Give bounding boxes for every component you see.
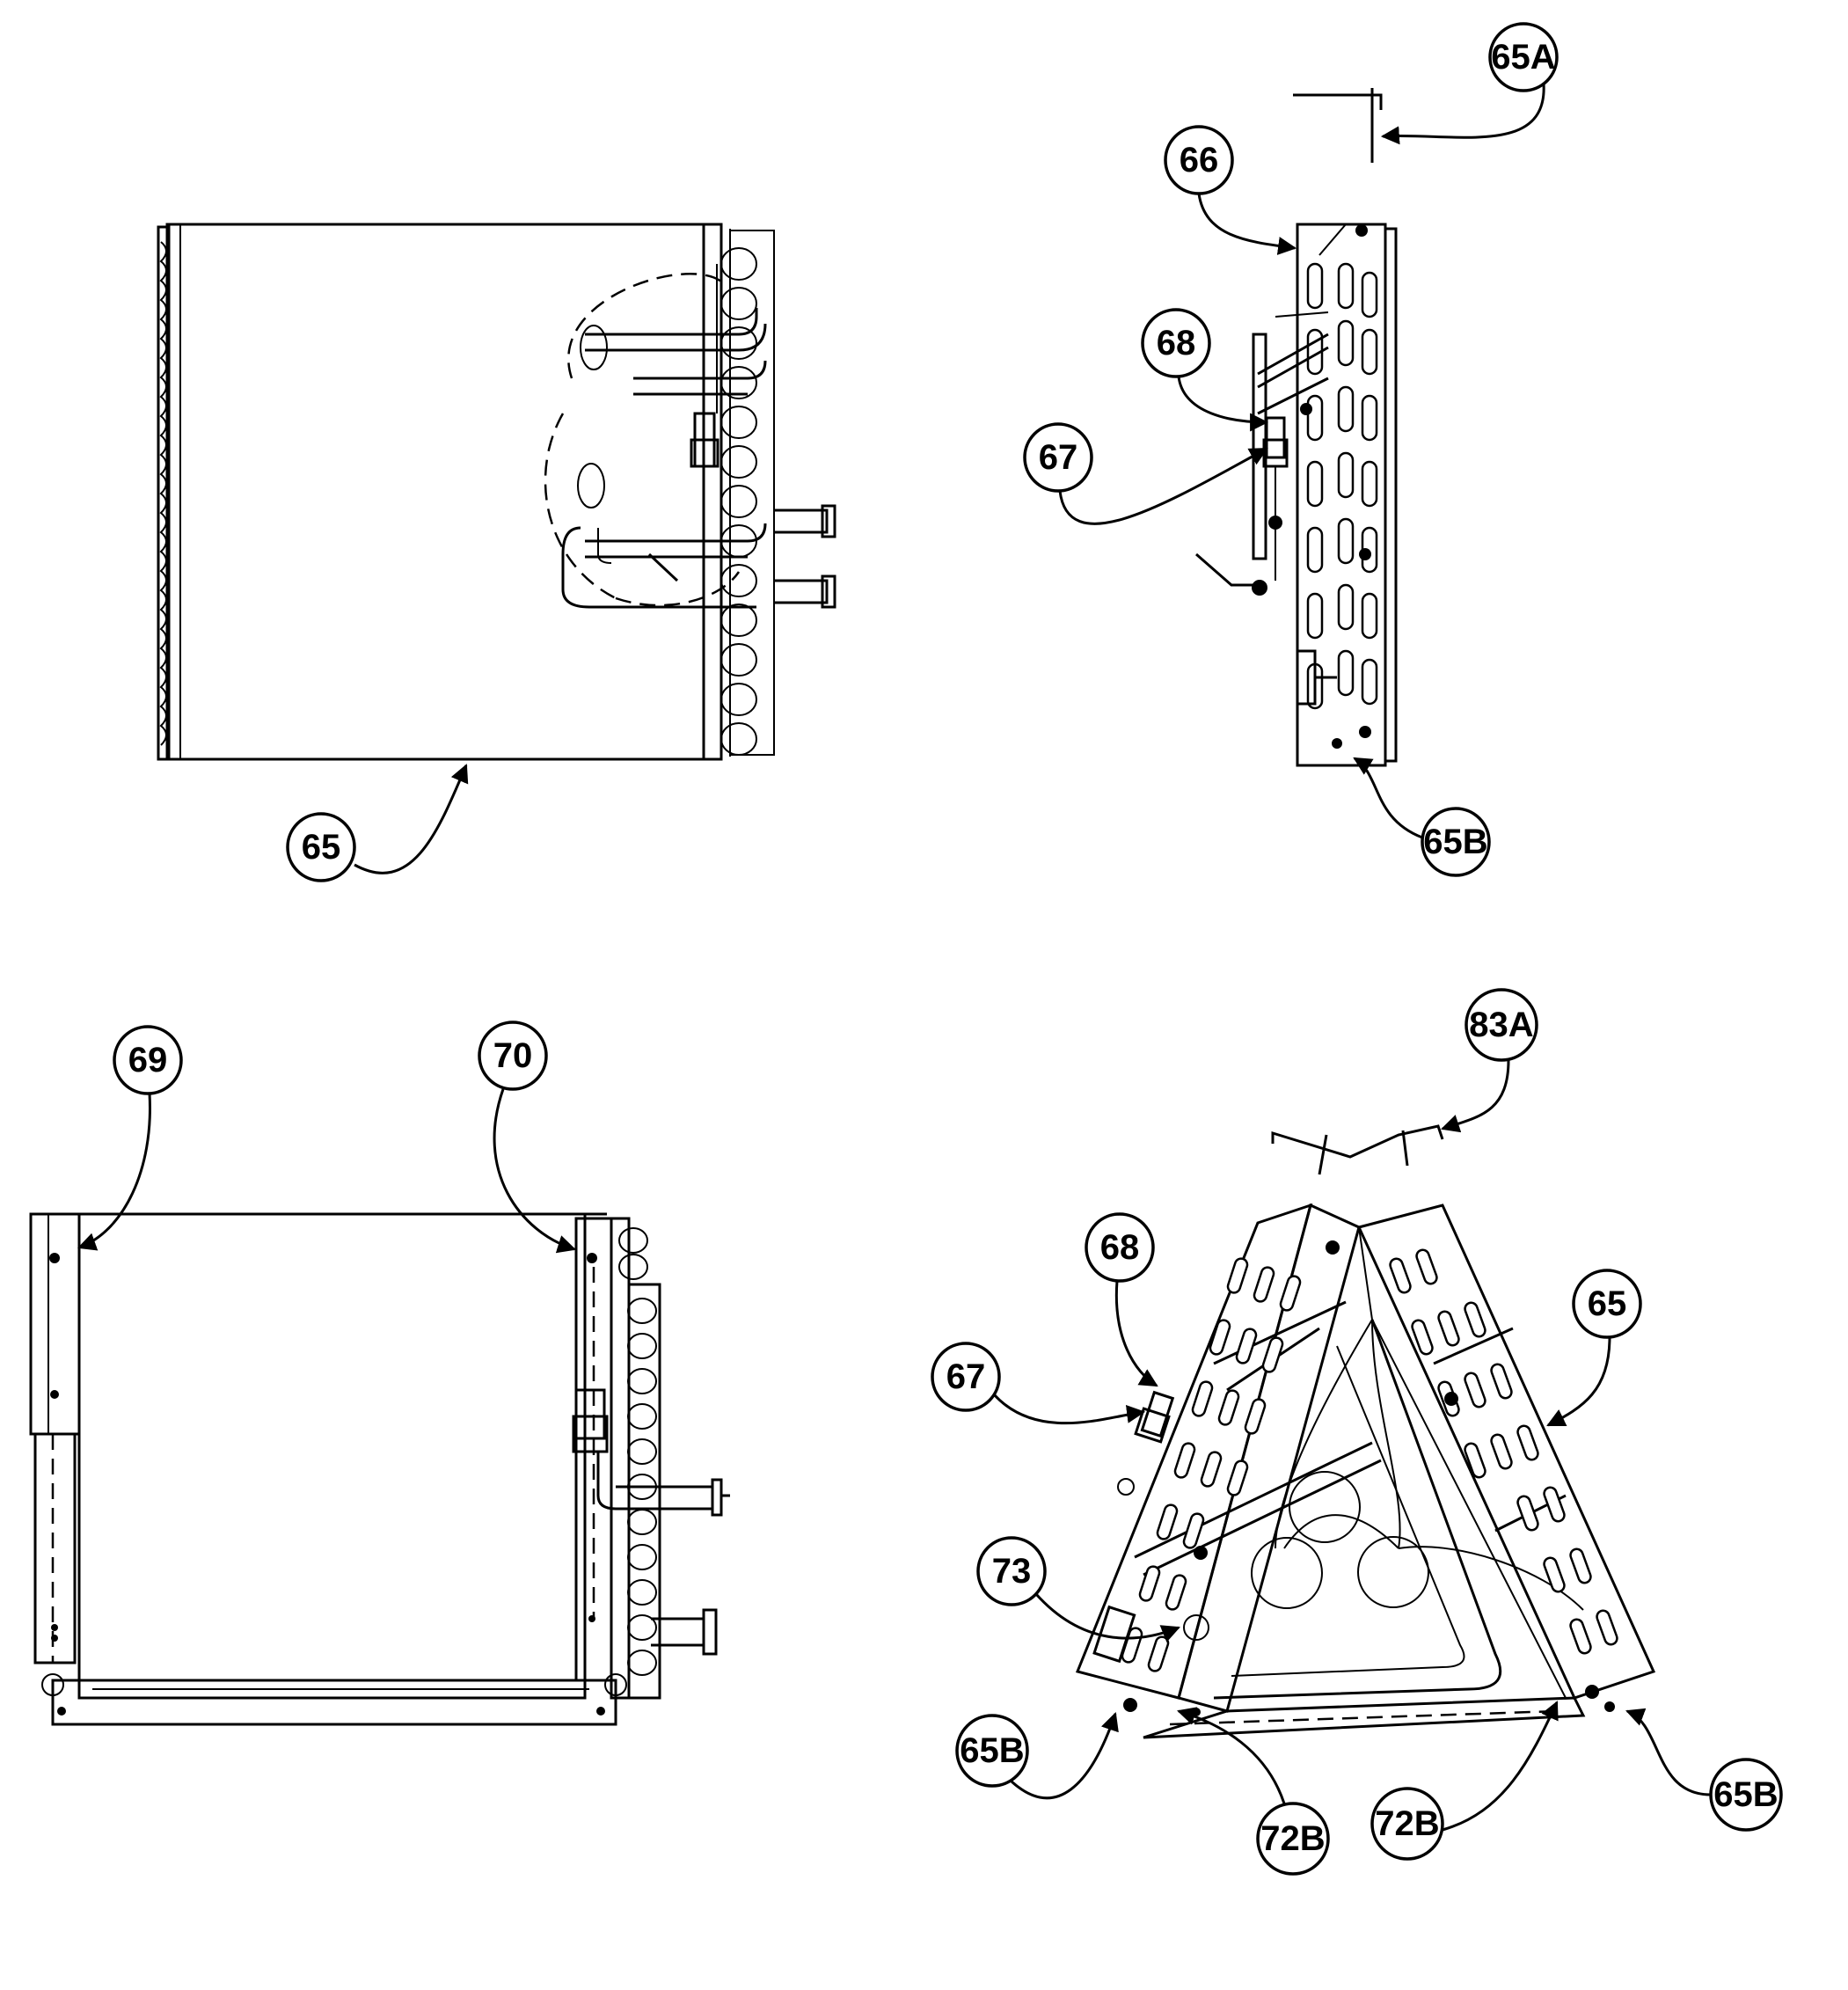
svg-text:65: 65 (302, 828, 341, 867)
leader-72B-left (1176, 1707, 1286, 1804)
callout-68-assembly: 68 (1085, 1212, 1155, 1283)
svg-text:70: 70 (493, 1036, 533, 1075)
leader-65B-right (1625, 1708, 1712, 1796)
leader-83A (1441, 1059, 1510, 1133)
svg-text:66: 66 (1180, 141, 1219, 179)
svg-text:72B: 72B (1260, 1819, 1325, 1858)
svg-text:65: 65 (1588, 1284, 1627, 1323)
leader-65A (1380, 83, 1545, 145)
svg-text:67: 67 (1039, 438, 1078, 477)
callout-65A: 65A (1488, 22, 1559, 92)
callout-83A: 83A (1465, 988, 1538, 1062)
callout-67-assembly: 67 (931, 1342, 1001, 1412)
coil-front-view (29, 1212, 730, 1726)
callout-65B-left: 65B (955, 1714, 1029, 1788)
callout-65-assembly: 65 (1572, 1269, 1642, 1339)
coil-side-view (157, 223, 836, 761)
svg-text:68: 68 (1157, 324, 1196, 362)
callout-72B-right: 72B (1370, 1787, 1444, 1861)
leader-65B-top (1353, 757, 1423, 839)
leader-65-assembly (1546, 1336, 1611, 1427)
leader-66 (1197, 193, 1297, 255)
callout-73: 73 (976, 1536, 1047, 1606)
svg-text:65B: 65B (960, 1731, 1024, 1770)
leader-69 (77, 1093, 151, 1251)
svg-text:73: 73 (992, 1552, 1032, 1591)
svg-text:83A: 83A (1469, 1006, 1533, 1044)
svg-text:65B: 65B (1713, 1775, 1778, 1814)
leader-65B-left (1010, 1712, 1119, 1800)
callout-66: 66 (1164, 125, 1234, 195)
callout-65B-right: 65B (1709, 1758, 1783, 1832)
leader-65 (354, 764, 469, 874)
callout-67: 67 (1023, 422, 1093, 493)
svg-text:65B: 65B (1423, 823, 1487, 861)
svg-text:67: 67 (946, 1357, 986, 1396)
svg-text:68: 68 (1100, 1228, 1140, 1267)
callout-72B-left: 72B (1256, 1802, 1330, 1876)
leader-72B-right (1442, 1701, 1559, 1832)
svg-text:65A: 65A (1491, 38, 1555, 77)
callout-70: 70 (478, 1021, 548, 1091)
callout-69: 69 (113, 1025, 183, 1095)
leader-68-assembly (1114, 1280, 1158, 1387)
callout-65: 65 (286, 812, 356, 882)
callout-65B-top: 65B (1421, 807, 1491, 877)
a-coil-assembly (1075, 1124, 1656, 1739)
coil-end-view (1195, 88, 1398, 767)
svg-text:69: 69 (128, 1041, 168, 1079)
svg-text:72B: 72B (1375, 1804, 1439, 1843)
leader-73 (1034, 1592, 1180, 1642)
leader-68 (1177, 376, 1269, 432)
leader-67-assembly (992, 1393, 1146, 1425)
callout-68: 68 (1141, 308, 1211, 378)
leader-70 (493, 1088, 577, 1254)
leader-67 (1058, 447, 1268, 525)
